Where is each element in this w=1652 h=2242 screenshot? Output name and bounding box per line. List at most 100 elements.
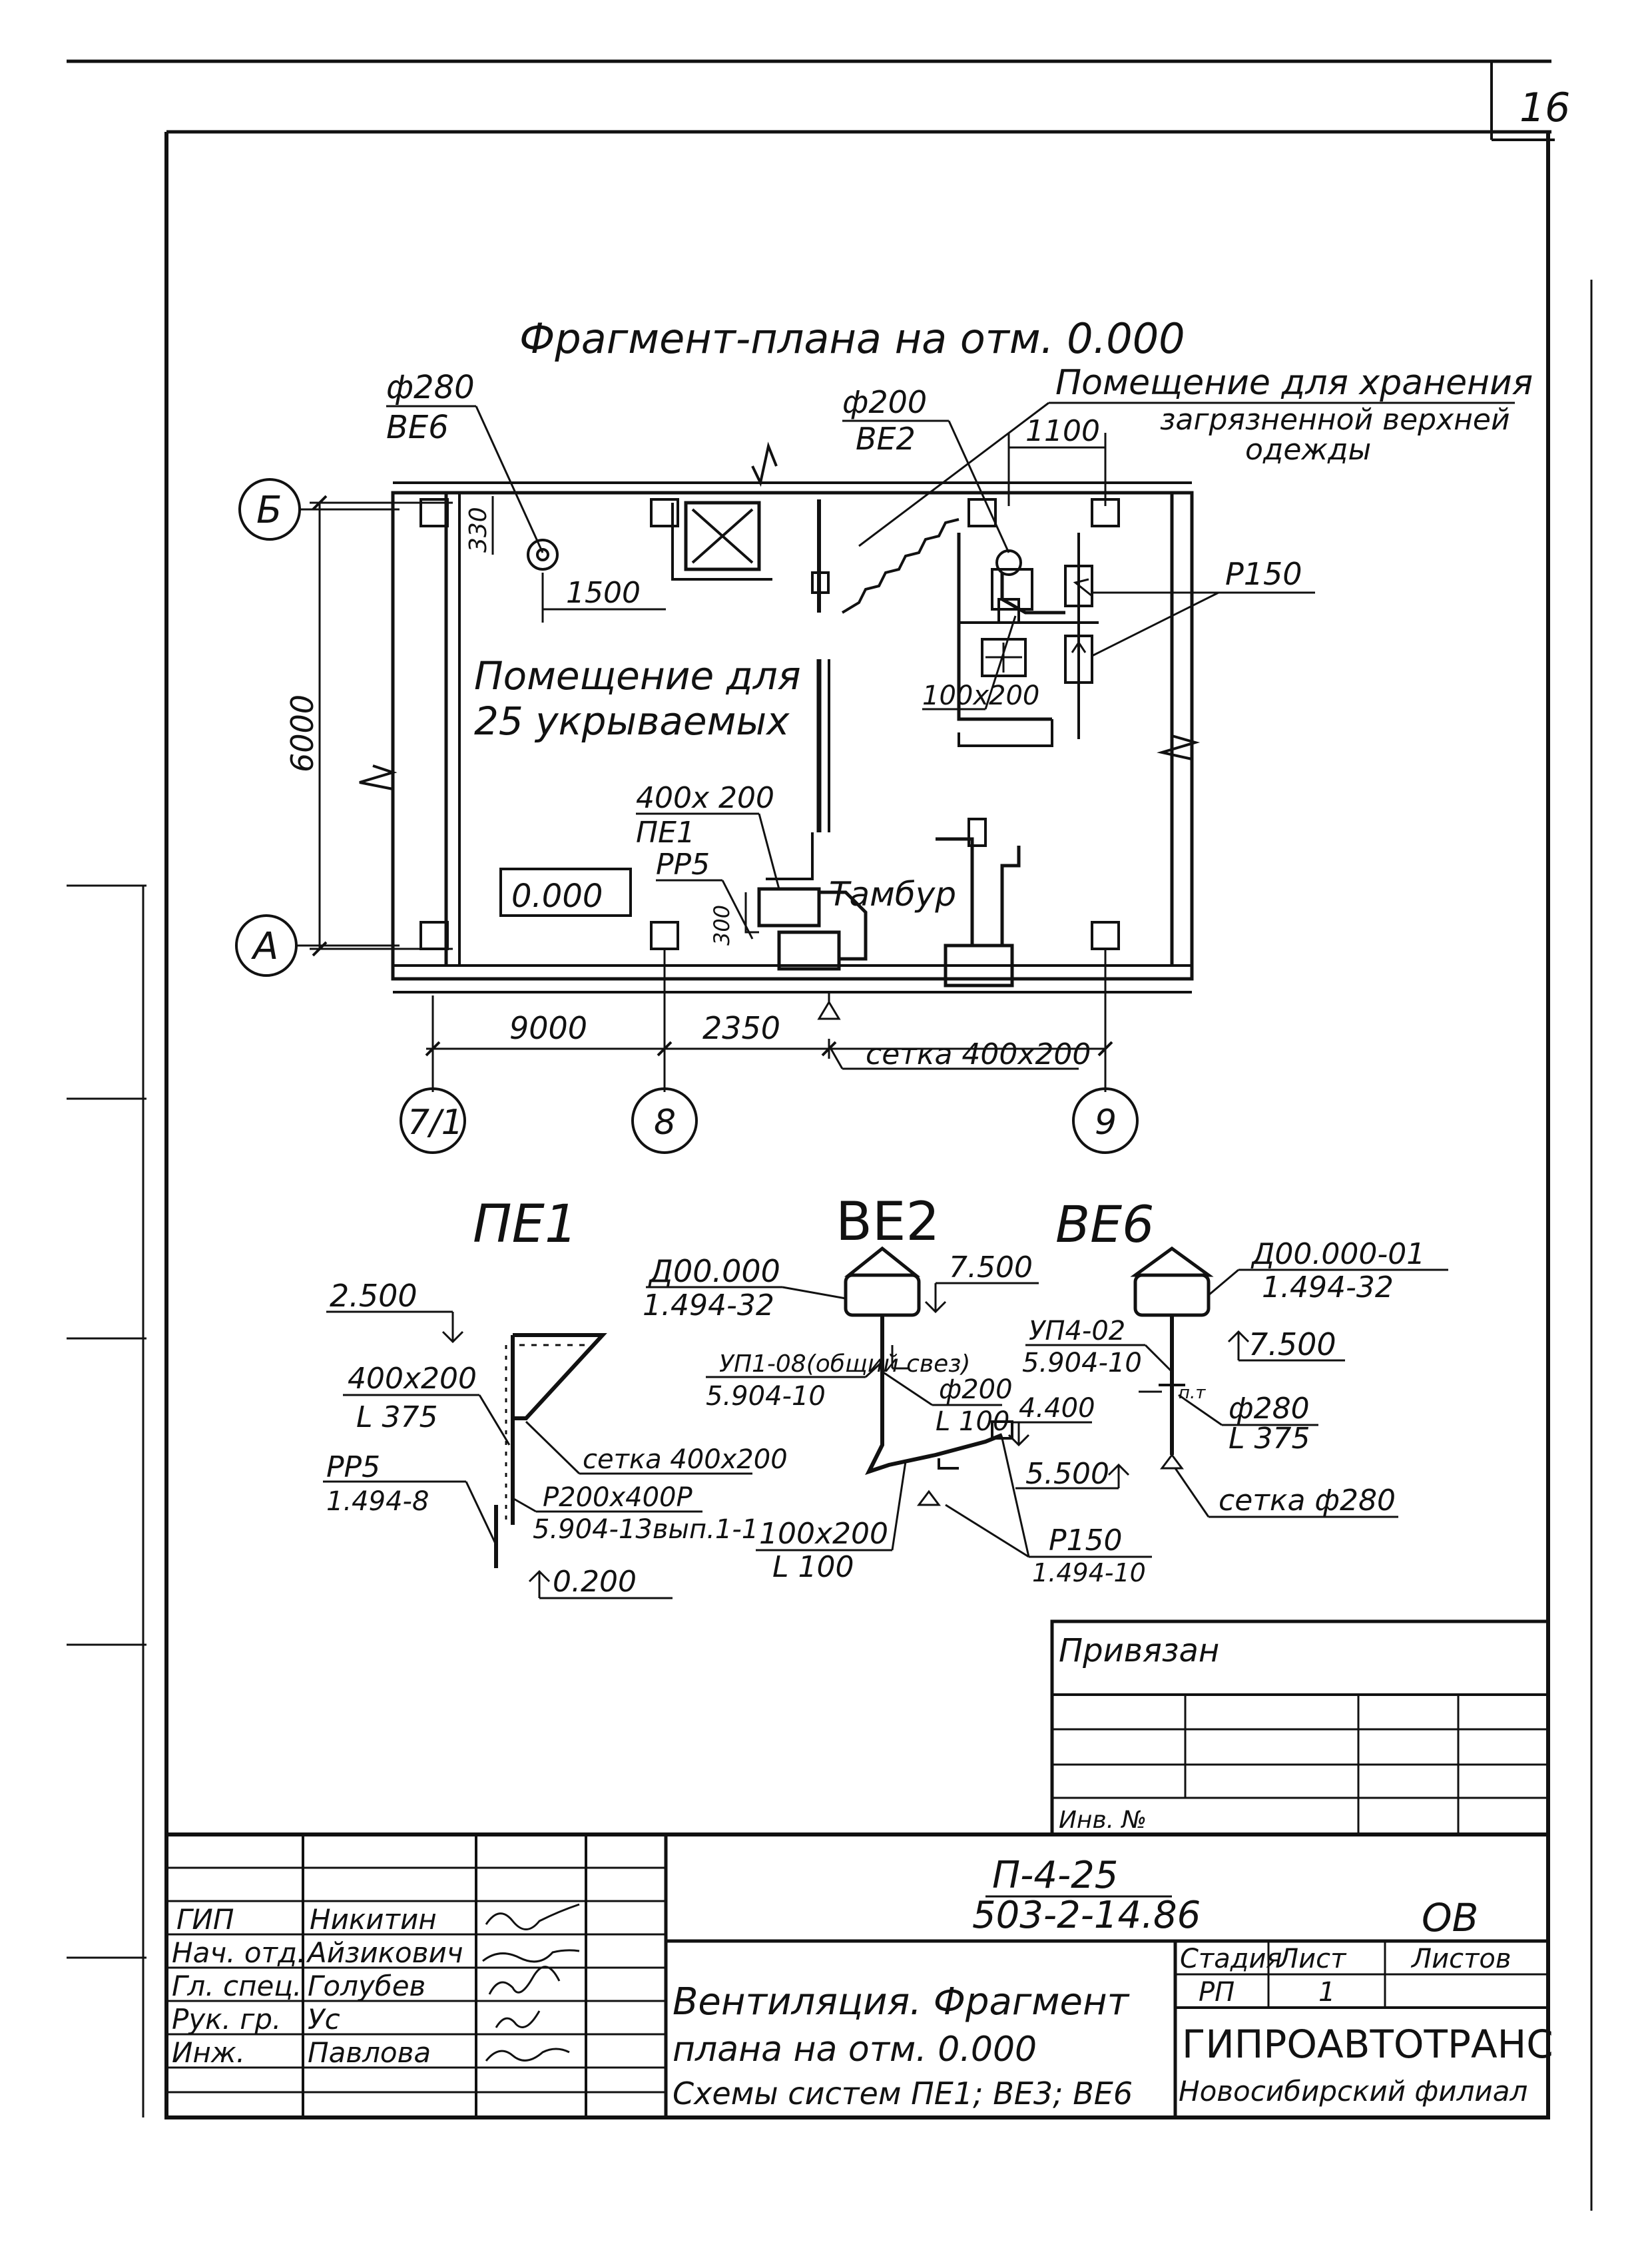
name-3: Ус [308,2003,340,2036]
lbl-phi280: ф280 [386,369,475,406]
privyazan-title: Привязан [1059,1632,1219,1669]
lbl-setka-plan: сетка 400х200 [866,1037,1091,1071]
name-0: Никитин [310,1903,437,1936]
pe1-pp5: РР5 [326,1450,380,1484]
lbl-be6: ВЕ6 [386,409,449,446]
inv-label: Инв. № [1059,1807,1147,1834]
be2-size: 100х200 [759,1517,888,1551]
sheet-value: 1 [1318,1977,1335,2008]
be2-riser [995,549,1022,576]
be2-deflector [844,1246,921,1277]
be6-d-ref: 1.494-32 [1262,1270,1394,1304]
stair [841,518,960,614]
be2-level3: 5.500 [1025,1457,1109,1491]
pe1-size: 400х200 [348,1362,477,1396]
be6-d: Д00.000-01 [1250,1237,1425,1271]
sheets-header: Листов [1410,1944,1511,1974]
pe1-setka: сетка 400х200 [583,1444,788,1475]
be6-pt: п.т [1179,1383,1206,1403]
plan-outline [391,491,1194,981]
role-1: Нач. отд. [172,1936,306,1969]
name-4: Павлова [308,2036,431,2069]
room-store-line1: Помещение для хранения [1055,363,1533,403]
names-column: Никитин Айзикович Голубев Ус Павлова [306,1903,463,2069]
tambur-label: Тамбур [829,875,956,914]
dim-300: 300 [709,905,734,946]
be6-up-ref: 5.904-10 [1022,1348,1142,1378]
scheme-pe1-title: ПЕ1 [473,1195,578,1255]
lbl-phi200: ф200 [842,384,927,420]
doc-mark: ОВ [1422,1895,1478,1940]
be6-up: УП4-02 [1029,1316,1125,1346]
dim-9000: 9000 [509,1010,587,1046]
room-main-line2: 25 укрываемых [474,699,790,744]
floor-plan: Фрагмент-плана на отм. 0.000 [235,314,1533,1154]
be2-up: УП1-08(общий свез) [719,1350,970,1378]
name-1: Айзикович [306,1936,463,1969]
title-block: ГИП Нач. отд. Гл. спец. Рук. гр. Инж. Ни… [164,1832,1553,2119]
pe1-p200: Р200х400Р [543,1482,692,1513]
sheet-header: Лист [1277,1944,1347,1974]
dim-330: 330 [465,507,492,553]
org-sub: Новосибирский филиал [1179,2075,1527,2107]
be2-phi: ф200 [939,1374,1013,1405]
be2-p150-ref: 1.494-10 [1032,1558,1146,1587]
lbl-pe1-plan: ПЕ1 [636,816,695,850]
dim-1100: 1100 [1025,414,1100,448]
dim-2350: 2350 [702,1010,780,1046]
be2-d-ref: 1.494-32 [643,1288,774,1322]
be6-setka: сетка ф280 [1219,1484,1396,1518]
lbl-100x200: 100х200 [922,681,1039,711]
room-store-line3: одежды [1245,433,1371,467]
desc-line2: плана на отм. 0.000 [673,2030,1037,2070]
shaft [684,501,761,571]
pe1-level-bot: 0.200 [553,1565,637,1599]
lbl-400x200: 400х 200 [636,781,774,815]
desc-line3: Схемы систем ПЕ1; ВЕ3; ВЕ6 [673,2076,1133,2111]
room-store-line2: загрязненной верхней [1160,403,1510,437]
pe1-level-top: 2.500 [330,1278,417,1314]
pe1-duct-plan [757,887,821,928]
pe1-len: L 375 [356,1400,437,1434]
be2-level: 7.500 [949,1251,1033,1284]
privyazan-block: Привязан Инв. № [1050,1619,1550,1836]
be2-level2: 4.400 [1019,1393,1095,1424]
level-box [499,868,632,917]
role-0: ГИП [176,1903,234,1936]
dim-6000: 6000 [284,695,320,772]
stage-value: РП [1199,1977,1235,2008]
be2-up-ref: 5.904-10 [706,1381,826,1412]
axis-8: 8 [654,1103,676,1143]
org-name: ГИПРОАВТОТРАНС [1182,2022,1553,2067]
axis-b: Б [256,489,282,532]
pe1-pp5-ref: 1.494-8 [326,1486,429,1517]
schemes: ПЕ1 ВЕ2 ВЕ6 2.500 400х200 L 375 сетка 40… [323,1191,1448,1599]
scheme-be2-title: ВЕ2 [836,1191,940,1253]
stage-header: Стадия [1180,1944,1282,1974]
axis-71: 7/1 [408,1103,463,1143]
plan-title: Фрагмент-плана на отм. 0.000 [519,314,1185,363]
role-4: Инж. [172,2036,245,2069]
be2-d: Д00.000 [648,1253,780,1289]
be6-riser [527,539,559,571]
code-bottom: 503-2-14.86 [972,1894,1201,1937]
page-number: 16 [1519,85,1570,131]
level-mark: 0.000 [511,878,603,915]
lbl-p150: Р150 [1225,556,1302,592]
pe1-p200-ref: 5.904-13вып.1-1 [533,1514,758,1545]
role-3: Рук. гр. [172,2003,281,2036]
code-top: П-4-25 [992,1854,1118,1897]
lbl-be2: ВЕ2 [856,421,916,457]
name-2: Голубев [308,1970,425,2002]
be2-p150: Р150 [1049,1524,1123,1557]
be6-level: 7.500 [1248,1326,1336,1362]
room-main-line1: Помещение для [474,653,801,699]
dim-1500: 1500 [566,576,641,610]
scheme-be6-title: ВЕ6 [1055,1195,1155,1254]
signatures [482,1903,580,2062]
axis-9: 9 [1095,1103,1117,1143]
desc-line1: Вентиляция. Фрагмент [673,1980,1130,2024]
axis-a: А [251,925,278,968]
role-2: Гл. спец. [172,1970,302,2002]
